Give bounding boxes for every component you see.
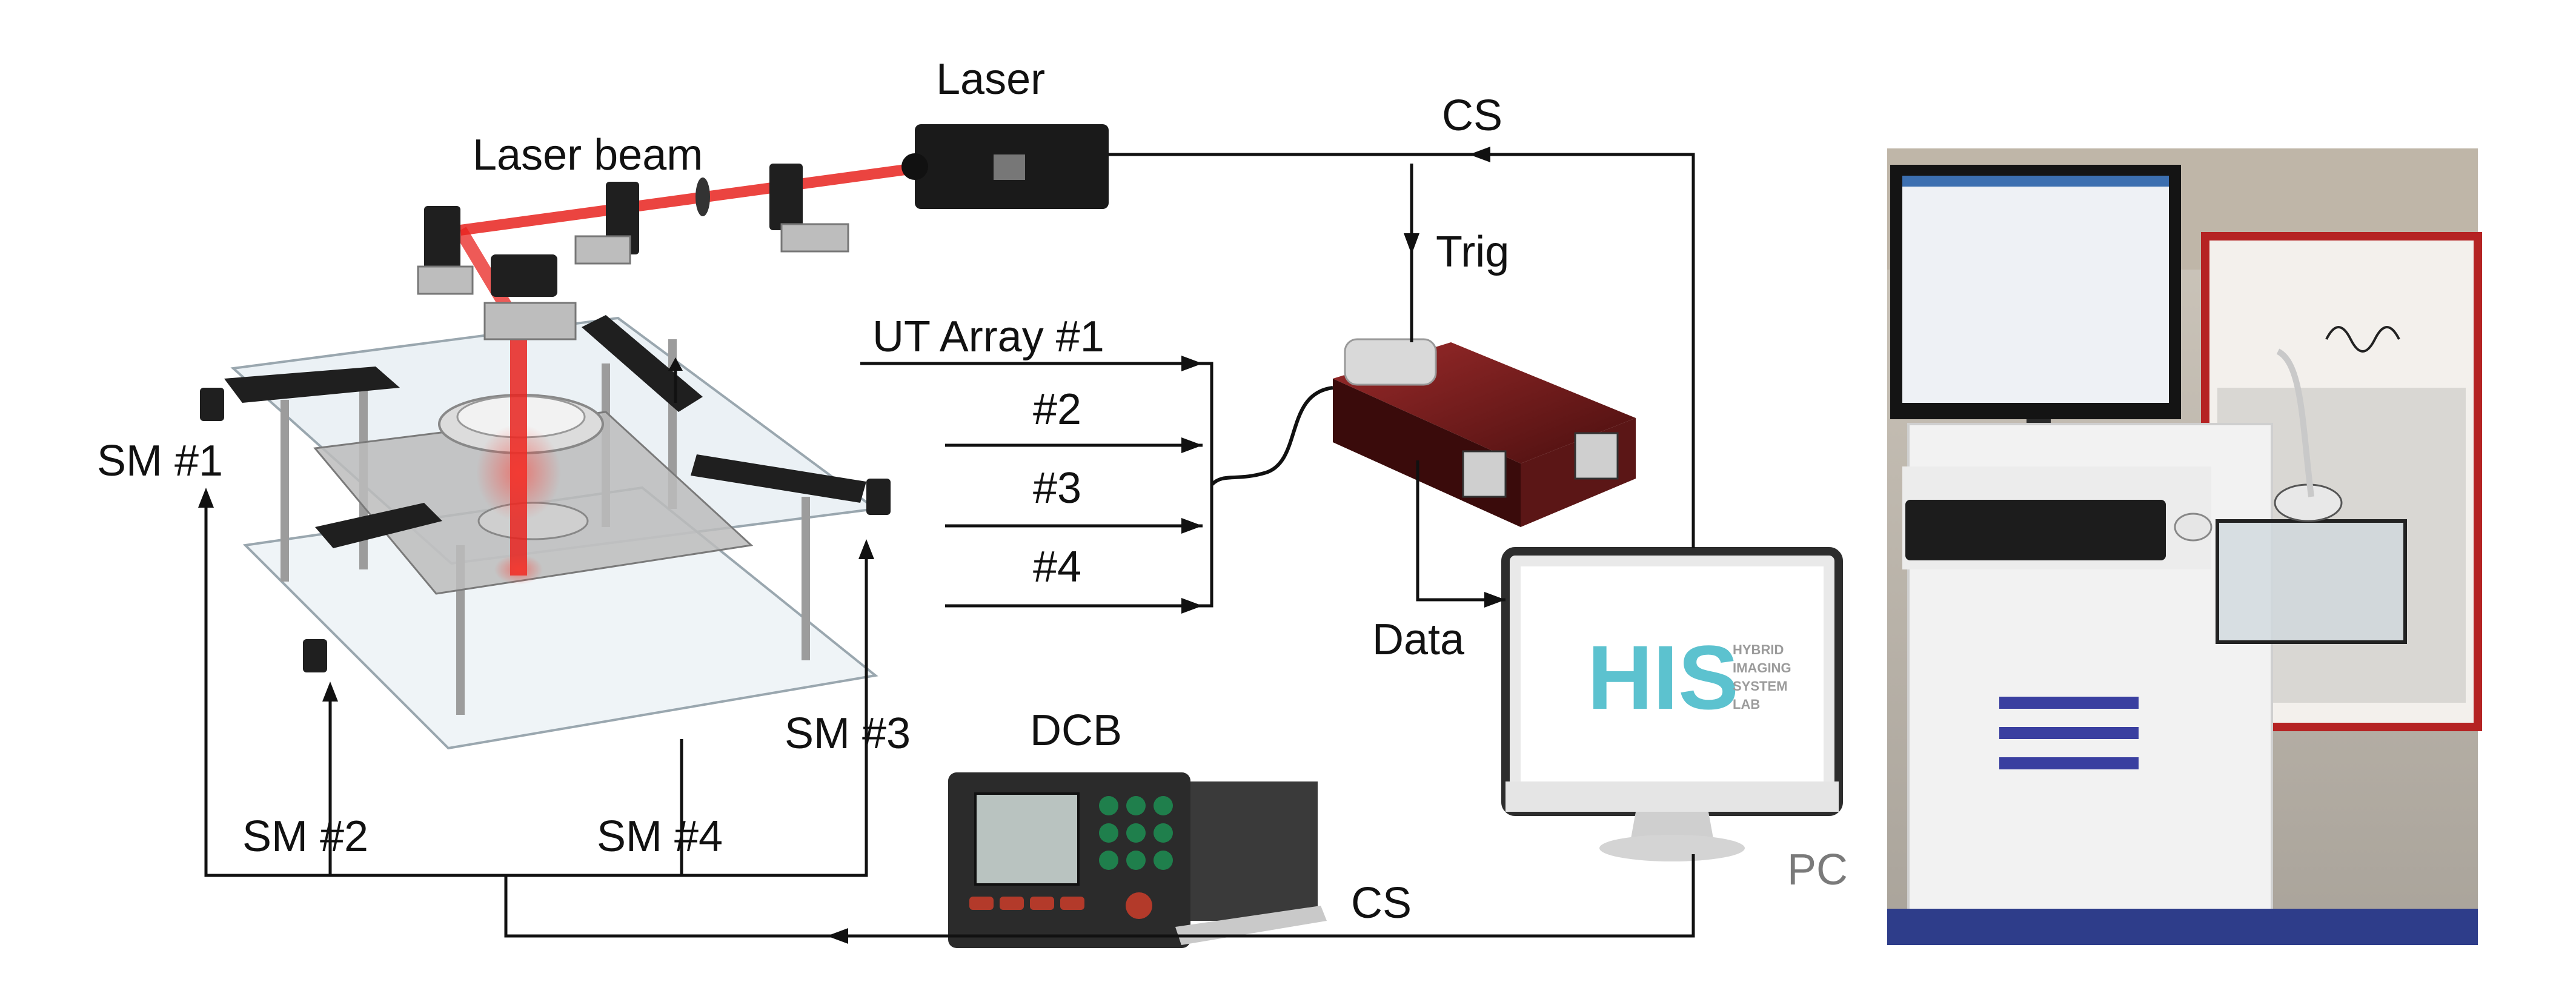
mirror-mount-1 <box>424 206 460 273</box>
optical-path <box>417 164 907 340</box>
his-logo-word: HIS <box>1587 626 1739 728</box>
his-logo-line-4: LAB <box>1733 697 1760 712</box>
label-sm-2: SM #2 <box>242 812 368 861</box>
laser-beam-horizontal <box>459 164 907 236</box>
label-sm-1: SM #1 <box>97 437 223 485</box>
lens <box>695 178 710 216</box>
label-ut-4: #4 <box>1033 543 1081 591</box>
label-ut-2: #2 <box>1033 385 1081 434</box>
label-sm-3: SM #3 <box>785 709 911 758</box>
dcb-unit <box>948 772 1327 948</box>
sm-bus <box>204 503 868 877</box>
pc-monitor: HIS HYBRID IMAGING SYSTEM LAB <box>1501 547 1843 861</box>
data-line <box>1416 460 1505 602</box>
laser-unit <box>901 124 1109 209</box>
label-dcb: DCB <box>1030 706 1122 755</box>
label-laser: Laser <box>936 55 1045 104</box>
label-ut-3: #3 <box>1033 464 1081 513</box>
label-cs-bottom: CS <box>1351 879 1412 927</box>
scanning-stage <box>200 315 891 750</box>
cs-line-top <box>1109 153 1695 548</box>
label-cs-top: CS <box>1442 91 1502 140</box>
his-logo-line-3: SYSTEM <box>1733 679 1787 694</box>
system-photograph <box>1887 148 2482 945</box>
cs-line-bottom <box>504 854 1695 938</box>
label-ut-array-1: UT Array #1 <box>872 313 1104 361</box>
acquisition-box <box>1210 338 1636 527</box>
connections <box>198 147 1695 944</box>
labels: Laser Laser beam CS Trig UT Array #1 #2 … <box>97 55 1848 927</box>
label-laser-beam: Laser beam <box>473 131 703 179</box>
label-pc: PC <box>1787 846 1848 894</box>
label-trig: Trig <box>1436 228 1509 276</box>
mirror-mount-3 <box>769 164 803 230</box>
label-data: Data <box>1372 615 1465 664</box>
ut-array-lines <box>860 356 1213 614</box>
his-logo-line-1: HYBRID <box>1733 642 1784 657</box>
mirror-mount-4 <box>491 254 557 297</box>
label-sm-4: SM #4 <box>597 812 723 861</box>
his-logo-line-2: IMAGING <box>1733 660 1791 675</box>
photo-keyboard <box>1905 500 2166 560</box>
motor-arms <box>200 315 891 672</box>
